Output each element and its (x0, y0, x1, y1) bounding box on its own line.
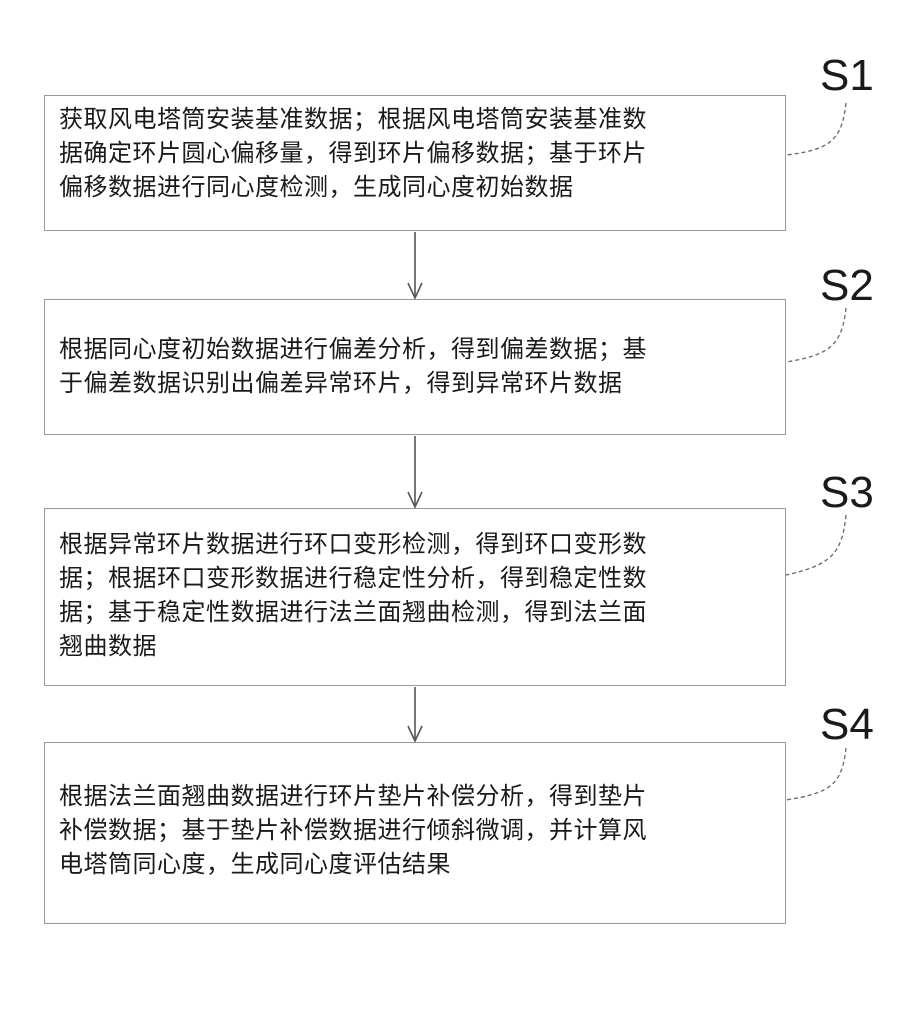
leader-s4 (786, 748, 846, 800)
leader-s2 (786, 308, 846, 362)
leader-s1 (786, 103, 846, 155)
arrow-s3-to-s4 (408, 687, 422, 741)
leader-s3 (786, 515, 846, 575)
arrow-s2-to-s3 (408, 436, 422, 507)
arrow-s1-to-s2 (408, 232, 422, 298)
